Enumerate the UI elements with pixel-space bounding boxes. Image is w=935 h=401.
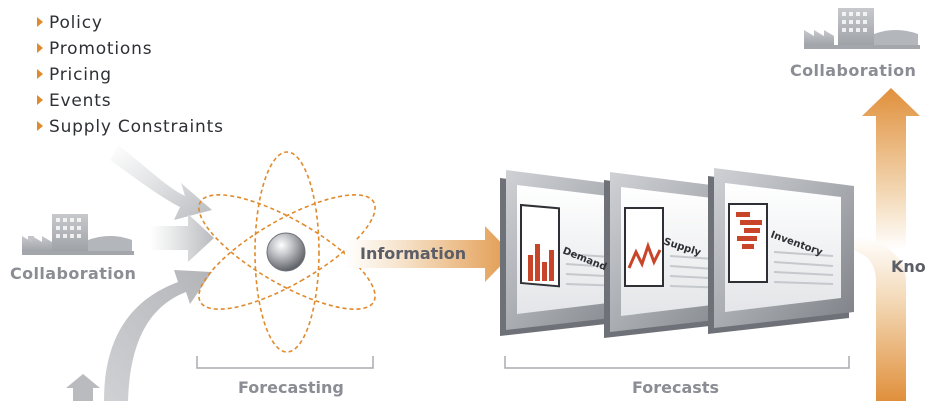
list-item: Pricing [37, 62, 224, 88]
inputs-arrow [110, 145, 212, 220]
factory-icon [22, 214, 134, 255]
bullet-triangle-icon [37, 95, 43, 105]
knowledge-label-partial: Kno [891, 257, 926, 276]
forecasting-bracket [196, 356, 374, 369]
information-arrow [345, 226, 512, 282]
factory-icon [804, 8, 920, 49]
lower-arrow [104, 270, 212, 401]
monitor-icon [708, 168, 854, 334]
forecasts-label: Forecasts [632, 378, 719, 397]
list-item: Promotions [37, 36, 224, 62]
list-item: Supply Constraints [37, 114, 224, 140]
upward-arrow [862, 88, 920, 250]
bullet-triangle-icon [37, 69, 43, 79]
bullet-triangle-icon [37, 43, 43, 53]
bullet-triangle-icon [37, 17, 43, 27]
forecasting-label: Forecasting [238, 378, 344, 397]
bullet-triangle-icon [37, 121, 43, 131]
inputs-list: Policy Promotions Pricing Events Supply … [37, 10, 224, 140]
list-item: Policy [37, 10, 224, 36]
forecasts-bracket [504, 356, 850, 369]
downward-arrow [852, 236, 906, 401]
information-label: Information [360, 244, 467, 263]
collaboration-arrow [150, 214, 214, 262]
list-item: Events [37, 88, 224, 114]
top-right-collaboration-label: Collaboration [790, 61, 917, 80]
bottom-up-arrow [66, 374, 100, 401]
left-collaboration-label: Collaboration [10, 264, 137, 283]
atom-icon [198, 151, 376, 353]
